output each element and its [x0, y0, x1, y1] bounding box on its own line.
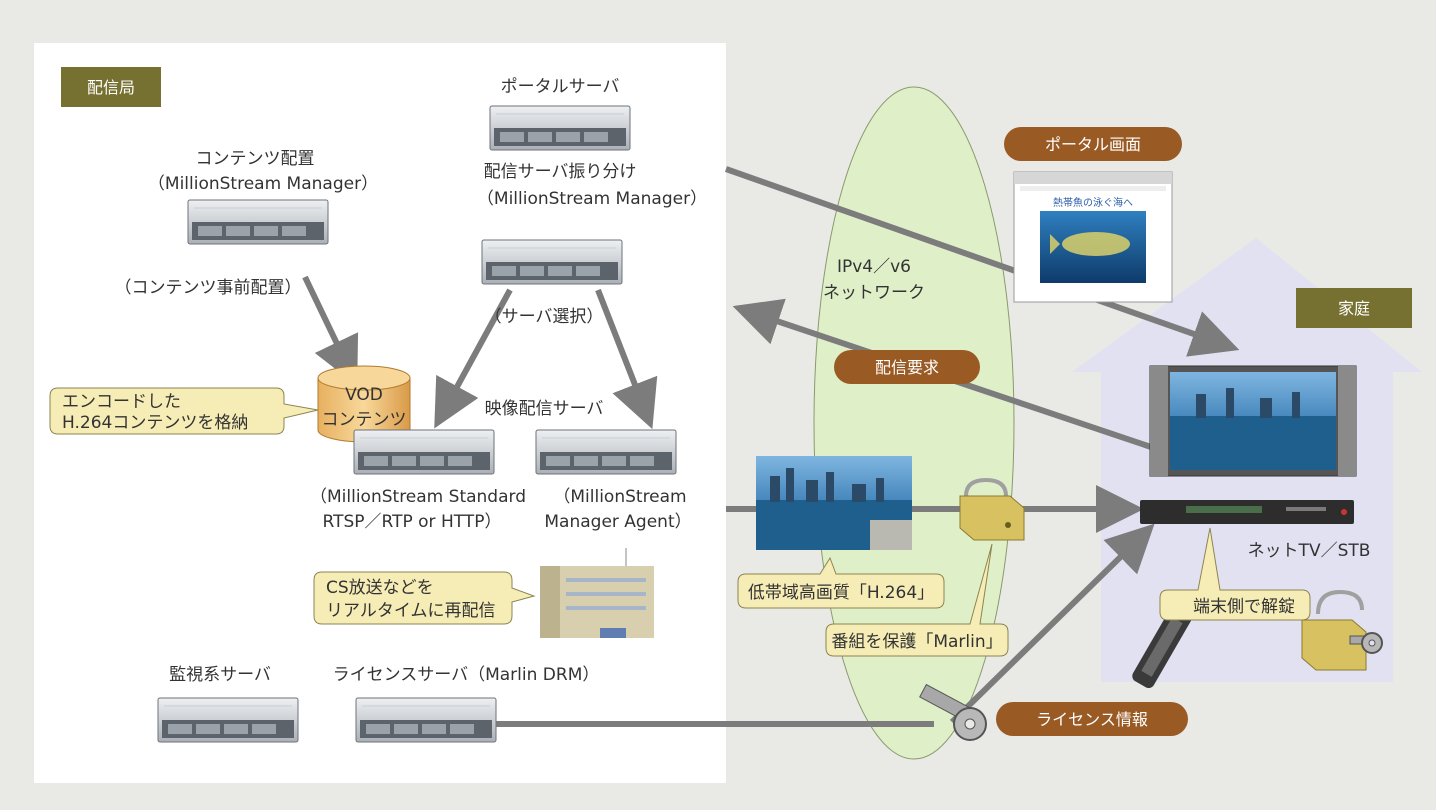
content-placement-label-1: コンテンツ配置	[196, 149, 315, 169]
portal-server-caption-1: 配信サーバ振り分け	[484, 162, 637, 182]
open-lock-icon	[1301, 589, 1383, 671]
standard-server	[353, 429, 495, 475]
delivery-request-badge-label: 配信要求	[875, 358, 939, 377]
cs-callout	[313, 571, 536, 625]
agent-server-label-2: Manager Agent）	[544, 512, 691, 532]
h264-callout	[737, 556, 945, 609]
standard-server-label-2: RTSP／RTP or HTTP）	[323, 512, 502, 532]
network-ellipse	[813, 86, 1015, 760]
portal-screen-badge	[1004, 127, 1182, 161]
license-arrow	[949, 523, 1155, 725]
agent-server-label-1: （MillionStream	[553, 487, 686, 507]
content-placement-server	[187, 199, 329, 245]
cs-callout-line-2: リアルタイムに再配信	[326, 601, 496, 621]
encode-callout	[49, 387, 319, 435]
monitor-server	[157, 697, 299, 743]
server-selection-label: （サーバ選択）	[485, 307, 604, 327]
portal-server-label: ポータルサーバ	[501, 77, 620, 97]
station-label: 配信局	[87, 78, 135, 97]
key-icon	[919, 683, 987, 741]
portal-page-title: 熱帯魚の泳ぐ海へ	[1053, 196, 1133, 209]
placement-arrow	[302, 275, 359, 386]
license-info-badge	[996, 702, 1188, 736]
station-label-box	[61, 67, 161, 107]
portal-server	[489, 105, 631, 151]
select-arrow-right	[595, 288, 658, 430]
network-label-2: ネットワーク	[823, 283, 925, 303]
lock-icon	[959, 477, 1025, 541]
video-servers-label: 映像配信サーバ	[485, 399, 604, 419]
license-server-label: ライセンスサーバ（Marlin DRM）	[333, 665, 600, 685]
home-label-box	[1296, 288, 1412, 328]
stb-label: ネットTV／STB	[1248, 541, 1371, 561]
selection-server	[481, 239, 623, 285]
standard-server-label-1: （MillionStream Standard	[310, 487, 526, 507]
license-info-badge-label: ライセンス情報	[1036, 710, 1148, 729]
vod-storage-icon	[317, 365, 411, 443]
portal-screen-badge-label: ポータル画面	[1045, 135, 1141, 154]
marlin-callout-label: 番組を保護「Marlin」	[831, 632, 1002, 652]
portal-server-caption-2: （MillionStream Manager）	[477, 189, 707, 209]
broadcast-building-icon	[540, 548, 654, 638]
encode-callout-line-2: H.264コンテンツを格納	[62, 413, 248, 433]
content-placement-sub-label: （コンテンツ事前配置）	[115, 278, 302, 298]
home-label: 家庭	[1338, 299, 1370, 318]
vod-label-1: VOD	[345, 385, 383, 405]
portal-arrow	[725, 166, 1240, 357]
network-label-1: IPv4／v6	[837, 257, 911, 277]
marlin-callout	[825, 543, 1009, 657]
set-top-box	[1140, 500, 1354, 524]
license-server	[355, 697, 497, 743]
h264-stream-image	[756, 456, 912, 550]
vod-label-2: コンテンツ	[322, 410, 407, 430]
unlock-callout-label: 端末側で解錠	[1193, 597, 1295, 617]
portal-page-thumbnail	[1013, 171, 1173, 303]
delivery-request-badge	[834, 350, 980, 384]
monitor-server-label: 監視系サーバ	[169, 665, 271, 685]
remote-control-icon	[1132, 605, 1192, 689]
h264-callout-label: 低帯域高画質「H.264」	[748, 583, 934, 603]
television	[1149, 365, 1357, 477]
encode-callout-line-1: エンコードした	[62, 392, 181, 412]
content-placement-label-2: （MillionStream Manager）	[148, 174, 378, 194]
house-roof	[1072, 238, 1422, 372]
agent-server	[535, 429, 677, 475]
select-arrow-left	[434, 288, 513, 429]
cs-callout-line-1: CS放送などを	[326, 578, 434, 598]
